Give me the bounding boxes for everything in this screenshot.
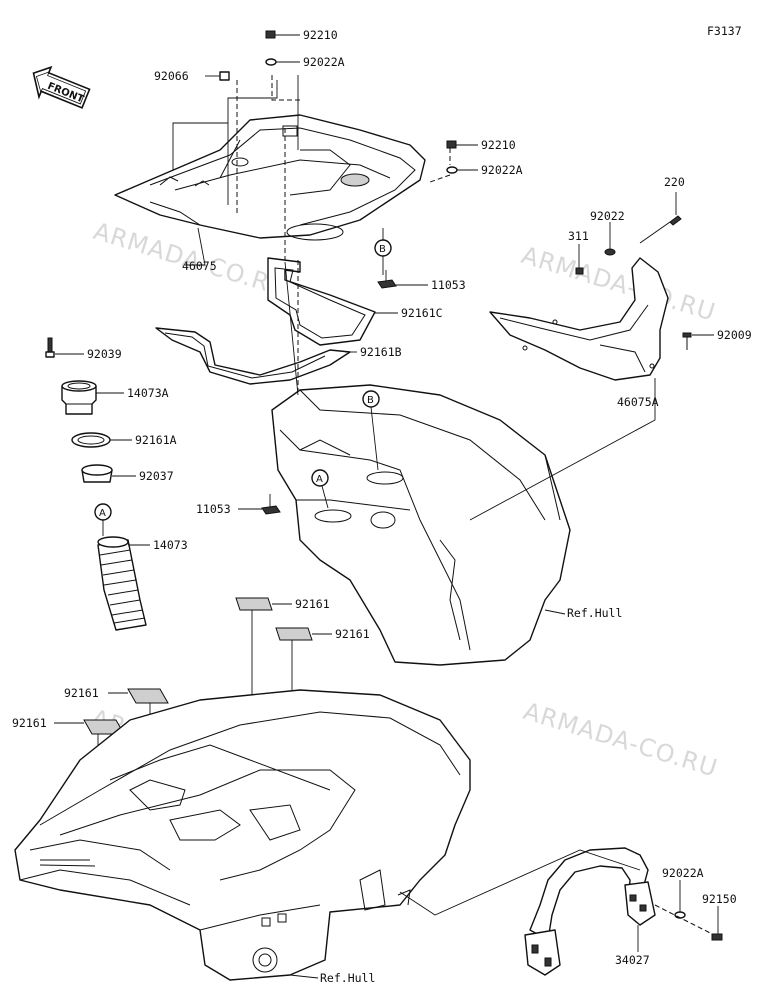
grab-handle-34027 (524, 847, 656, 976)
seat-pan-46075 (114, 114, 426, 241)
label-92022A-top: 92022A (303, 55, 345, 69)
washer-92022A-right-icon (446, 166, 478, 174)
dash-leader-handle (654, 904, 719, 938)
label-11053-top: 11053 (431, 278, 466, 292)
label-ref-hull-mid: Ref.Hull (567, 606, 622, 620)
gasket-92161C (267, 257, 398, 346)
bolt-220-icon (639, 192, 682, 244)
leader-frame-1 (172, 122, 229, 205)
label-92009: 92009 (717, 328, 752, 342)
callout-b-top: B (374, 228, 392, 275)
clamp-92037-icon (81, 464, 136, 483)
leader-46075 (185, 227, 206, 266)
label-46075: 46075 (182, 259, 217, 273)
bolt-92210-right-icon (446, 140, 478, 149)
gasket-92161A-icon (71, 432, 132, 448)
bolt-92150-icon (711, 906, 723, 941)
label-92161A: 92161A (135, 433, 177, 447)
leader-frame-2 (227, 80, 278, 123)
dash-leader-1 (271, 75, 300, 101)
svg-text:B: B (367, 395, 374, 406)
hose-14073-icon (97, 536, 150, 631)
washer-92022-icon (604, 222, 616, 256)
label-92022A-right: 92022A (481, 163, 523, 177)
leader-ref-hull-mid (544, 609, 566, 615)
label-92039: 92039 (87, 347, 122, 361)
watermark-5: ARMADA-CO.RU (520, 697, 721, 783)
svg-text:A: A (316, 474, 323, 485)
clip-11053-left-icon (238, 494, 281, 515)
svg-text:B: B (379, 244, 386, 255)
callout-a-mid: A (311, 469, 329, 509)
label-92161-b: 92161 (335, 627, 370, 641)
leader-ref-hull-bottom (289, 974, 319, 979)
label-92150: 92150 (702, 892, 737, 906)
svg-text:A: A (99, 508, 106, 519)
hull-body-mid (271, 384, 571, 666)
leader-cover-to-hull (469, 392, 656, 521)
gasket-92161B (155, 327, 357, 385)
label-92022A-bottom: 92022A (662, 866, 704, 880)
front-arrow-icon: FRONT (32, 65, 91, 109)
washer-92022A-top-icon (265, 58, 300, 66)
label-92210-top: 92210 (303, 28, 338, 42)
bolt-92066-icon (205, 71, 230, 81)
label-46075A: 46075A (617, 395, 659, 409)
label-11053-left: 11053 (196, 502, 231, 516)
clip-11053-top-icon (377, 270, 428, 289)
figure-code: F3137 (707, 24, 742, 38)
label-92210-right: 92210 (481, 138, 516, 152)
leader-seat-to-hull (284, 261, 299, 396)
label-14073A: 14073A (127, 386, 169, 400)
leader-hull-to-handle (399, 849, 641, 916)
label-311: 311 (568, 229, 589, 243)
callout-a-left: A (94, 503, 112, 536)
label-34027: 34027 (615, 953, 650, 967)
cover-46075A (489, 257, 669, 381)
label-92022: 92022 (590, 209, 625, 223)
washer-92022A-bottom-icon (674, 880, 686, 919)
label-92161B: 92161B (360, 345, 402, 359)
label-92161-c: 92161 (64, 686, 99, 700)
label-92161-a: 92161 (295, 597, 330, 611)
label-92161-d: 92161 (12, 716, 47, 730)
nut-311-icon (575, 244, 584, 275)
bolt-92039-icon (45, 337, 84, 358)
pad-92161-c (108, 688, 169, 855)
label-92161C: 92161C (401, 306, 443, 320)
hull-bottom (14, 689, 471, 981)
dash-leader-right (429, 148, 451, 183)
screw-92009-icon (682, 332, 714, 350)
bolt-92210-top-icon (265, 30, 300, 39)
label-14073: 14073 (153, 538, 188, 552)
label-92037: 92037 (139, 469, 174, 483)
watermark-2: ARMADA-CO.RU (518, 241, 719, 327)
callout-b-mid: B (362, 390, 380, 471)
label-ref-hull-bottom: Ref.Hull (320, 971, 375, 985)
fitting-14073A-icon (61, 380, 124, 415)
label-220: 220 (664, 175, 685, 189)
label-92066: 92066 (154, 69, 189, 83)
